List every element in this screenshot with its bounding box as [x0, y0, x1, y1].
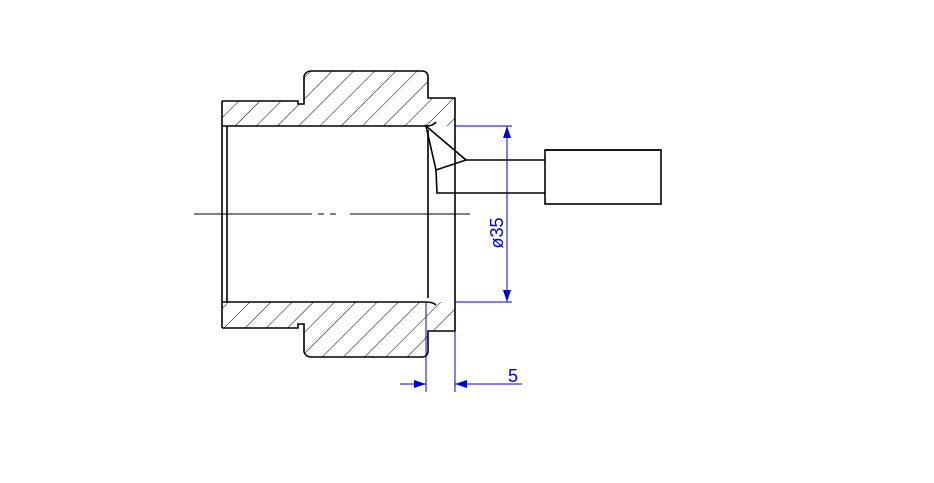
section-hatch-top — [222, 71, 455, 126]
diameter-dimension: ø35 — [455, 125, 512, 303]
section-hatch-bottom — [222, 302, 455, 357]
width-label: 5 — [508, 366, 518, 386]
arrow-up — [503, 126, 511, 138]
arrow-down — [503, 290, 511, 302]
boring-tool — [424, 123, 662, 205]
arrow-right — [414, 380, 426, 388]
diameter-label: ø35 — [487, 217, 507, 248]
arrow-left — [455, 380, 467, 388]
width-dimension: 5 — [400, 302, 522, 392]
